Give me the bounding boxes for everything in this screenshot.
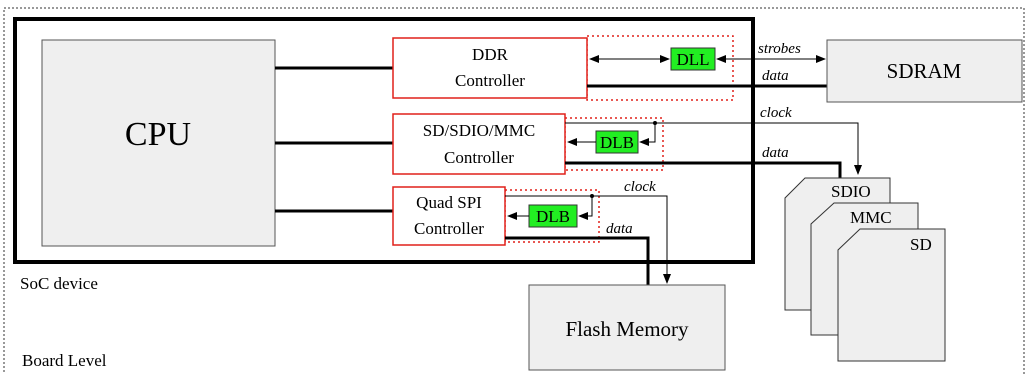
flash-memory-label: Flash Memory — [565, 317, 689, 341]
cpu-block — [41, 39, 276, 247]
qspi-data-bus — [505, 236, 650, 285]
qspi-dlb-label: DLB — [536, 207, 570, 226]
ddr-data-label: data — [762, 68, 789, 84]
sd-clock-line — [565, 122, 862, 175]
qspi-data-label: data — [606, 221, 633, 237]
dll-label: DLL — [676, 50, 709, 69]
flash-memory-block — [528, 284, 726, 371]
mmc-card-label: MMC — [850, 208, 892, 227]
board-level-boundary — [3, 7, 1025, 374]
sd-data-label: data — [762, 145, 789, 161]
sd-card — [837, 228, 946, 362]
dll-block — [670, 47, 716, 71]
ddr-controller-line1: DDR — [472, 45, 509, 64]
qspi-clock-line — [505, 195, 671, 284]
qspi-clock-label: clock — [624, 179, 656, 195]
sd-card-label: SD — [910, 235, 932, 254]
soc-device-label: SoC device — [20, 274, 98, 293]
cpu-label: CPU — [125, 116, 191, 153]
qspi-controller-line2: Controller — [414, 219, 484, 238]
sd-controller-line1: SD/SDIO/MMC — [423, 121, 535, 140]
sdio-card-label: SDIO — [831, 182, 871, 201]
ddr-controller-line2: Controller — [455, 71, 525, 90]
soc-device-boundary — [13, 17, 755, 264]
qspi-controller-line1: Quad SPI — [416, 193, 482, 212]
sd-clock-feedback — [639, 123, 656, 146]
sd-clock-label: clock — [760, 105, 792, 121]
sdram-label: SDRAM — [887, 59, 962, 83]
sd-dlb-label: DLB — [600, 133, 634, 152]
sd-controller-block — [392, 113, 566, 175]
sdram-block — [826, 39, 1023, 103]
sd-controller-line2: Controller — [444, 148, 514, 167]
sd-data-bus — [565, 161, 842, 178]
ddr-controller-block — [392, 37, 588, 99]
qspi-clock-feedback — [578, 196, 593, 220]
strobes-label: strobes — [758, 41, 801, 57]
qspi-controller-block — [392, 186, 506, 246]
board-level-label: Board Level — [22, 351, 107, 370]
